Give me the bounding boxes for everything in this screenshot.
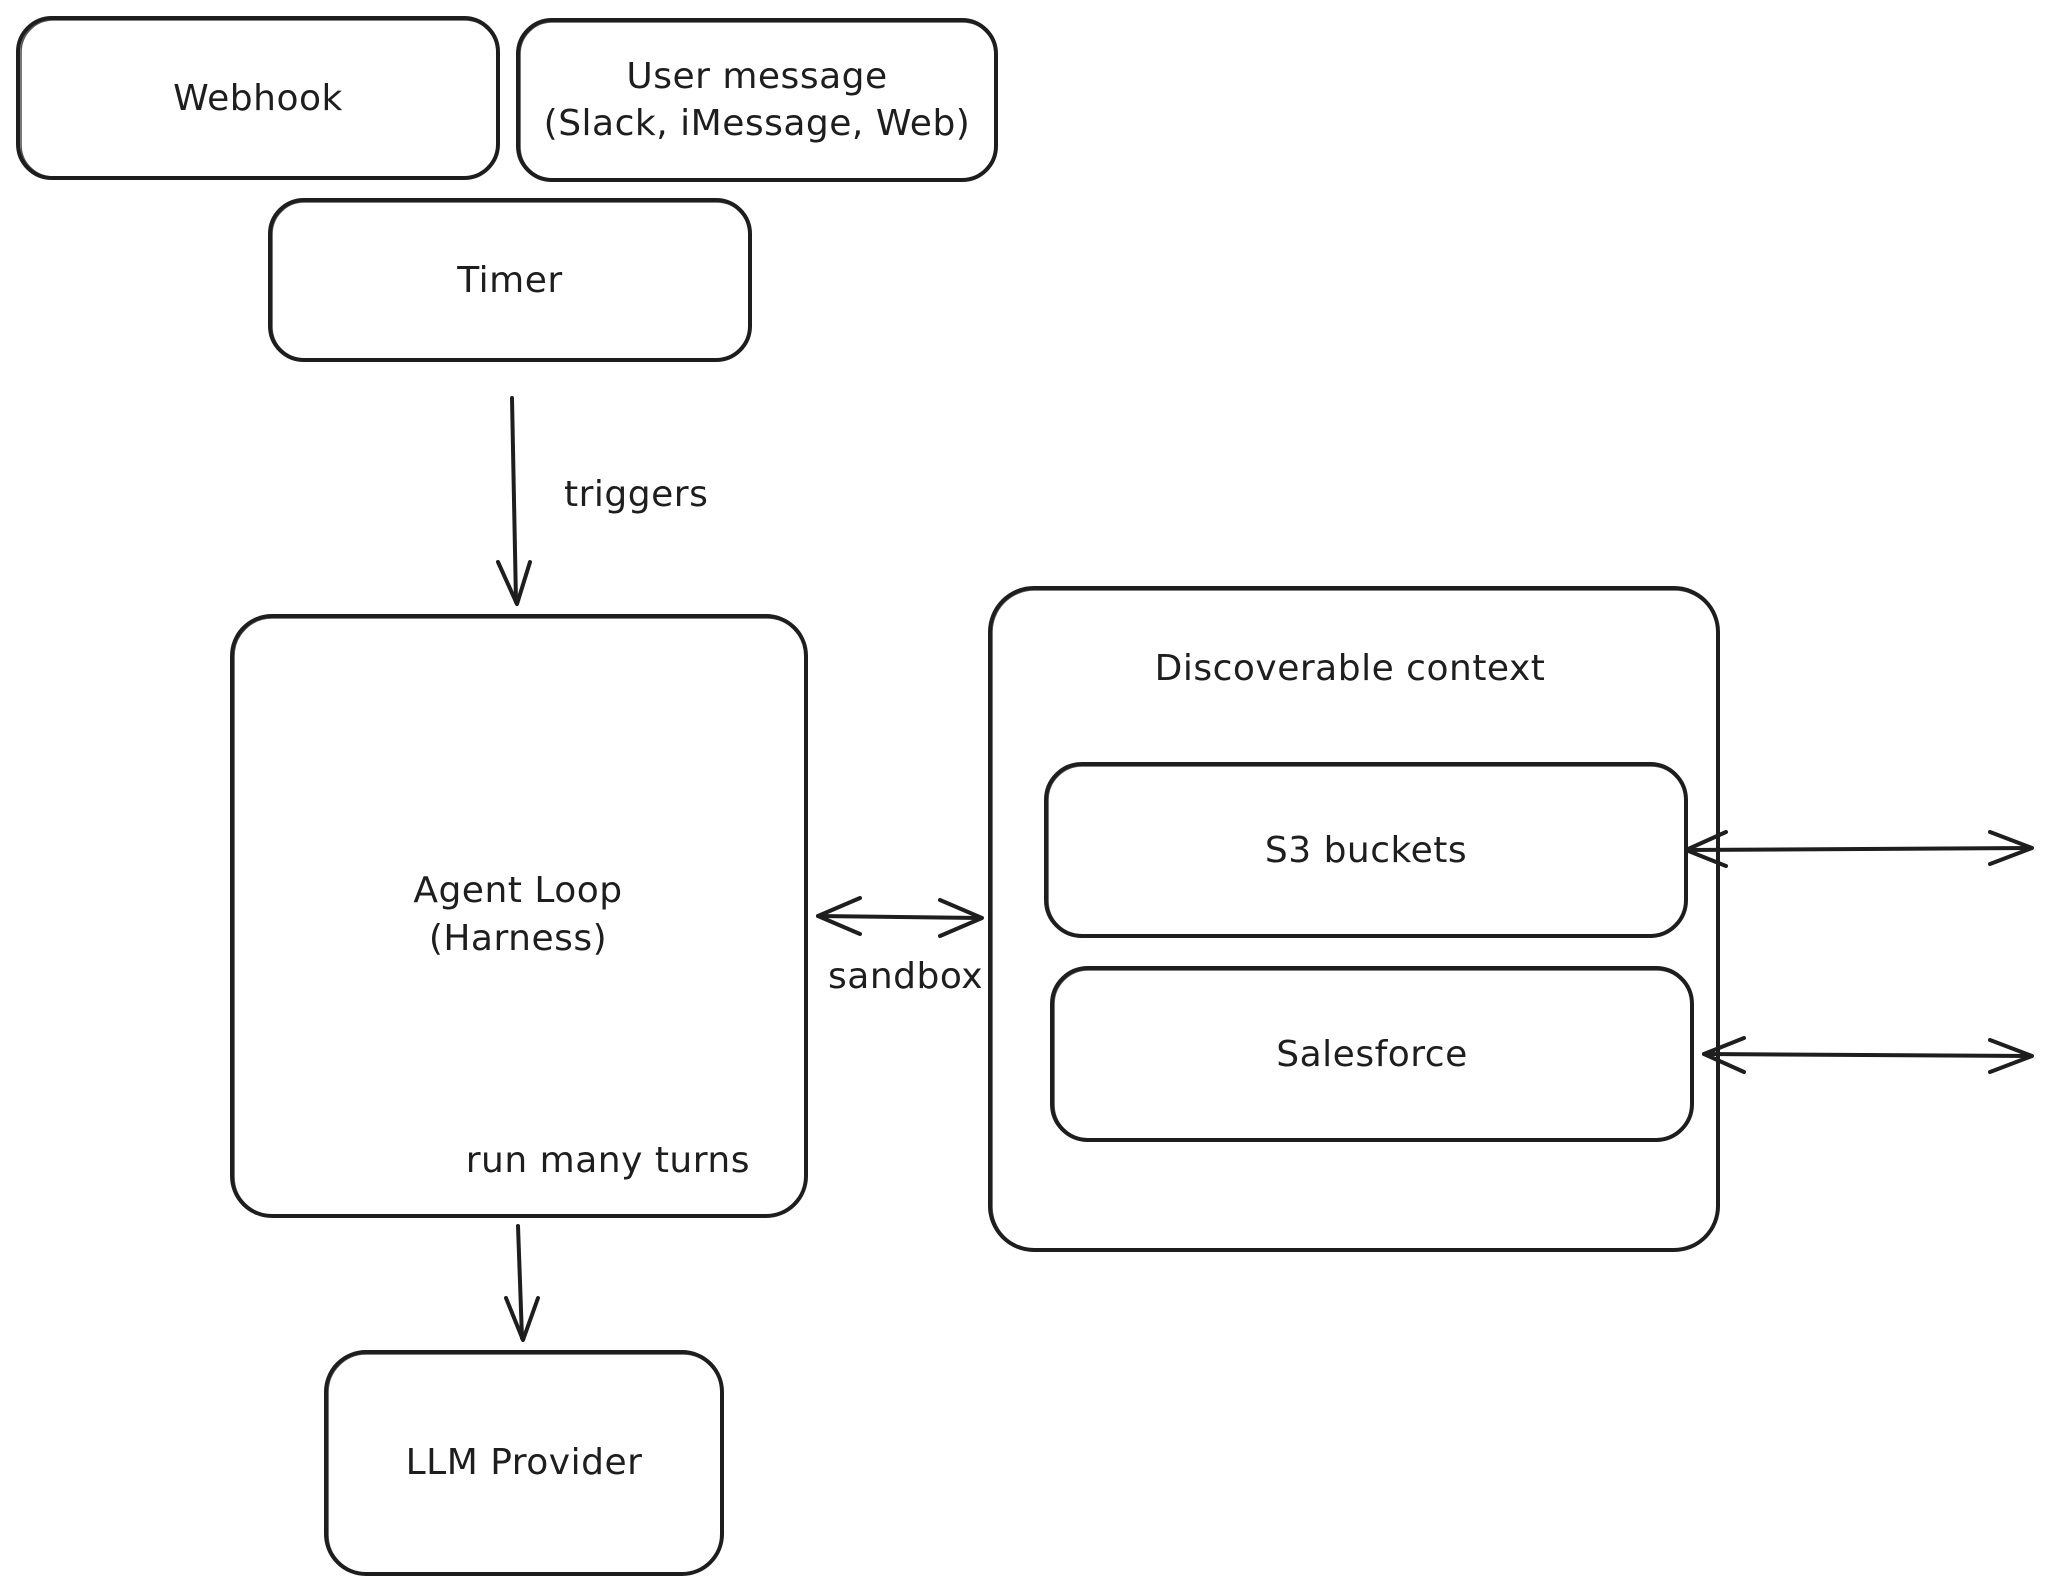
sandbox-edge-label: sandbox — [828, 956, 983, 997]
triggers-arrow — [496, 396, 532, 606]
salesforce-external-arrow — [1702, 1036, 2034, 1074]
triggers-edge-label: triggers — [564, 474, 708, 515]
discoverable-context-title: Discoverable context — [1155, 648, 1546, 689]
llm-provider-label: LLM Provider — [406, 1442, 643, 1483]
agent-loop-footer: run many turns — [466, 1140, 750, 1181]
s3-external-arrow — [1684, 830, 2034, 868]
timer-node: Timer — [268, 198, 752, 362]
salesforce-label: Salesforce — [1276, 1034, 1467, 1075]
agent-loop-node: Agent Loop (Harness) run many turns — [230, 614, 808, 1218]
salesforce-node: Salesforce — [1050, 966, 1694, 1142]
llm-arrow — [504, 1224, 540, 1342]
webhook-node: Webhook — [16, 16, 500, 180]
user-message-label: User message — [626, 56, 887, 97]
agent-loop-title: Agent Loop — [413, 870, 622, 911]
s3-buckets-label: S3 buckets — [1265, 830, 1467, 871]
discoverable-context-node: Discoverable context S3 buckets Salesfor… — [988, 586, 1720, 1252]
user-message-channels-label: (Slack, iMessage, Web) — [544, 103, 971, 144]
llm-provider-node: LLM Provider — [324, 1350, 724, 1576]
agent-loop-subtitle: (Harness) — [429, 918, 607, 959]
sandbox-arrow — [816, 896, 984, 938]
s3-buckets-node: S3 buckets — [1044, 762, 1688, 938]
user-message-node: User message (Slack, iMessage, Web) — [516, 18, 998, 182]
webhook-label: Webhook — [173, 78, 343, 119]
timer-label: Timer — [456, 260, 562, 301]
